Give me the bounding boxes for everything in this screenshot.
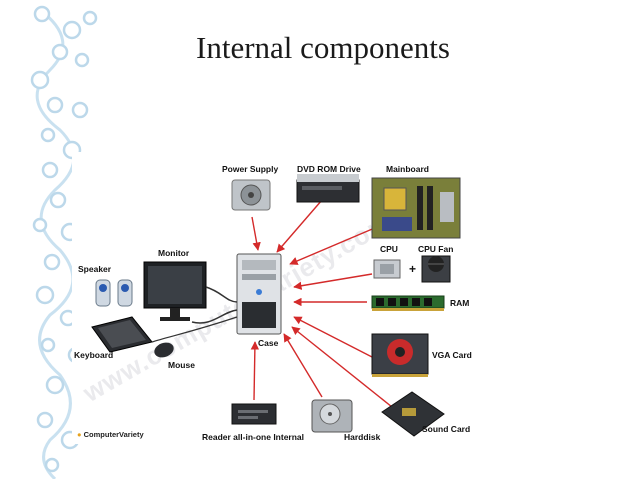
arrows [250, 199, 393, 408]
speaker-icon [95, 279, 133, 307]
label-reader: Reader all-in-one Internal [202, 432, 305, 442]
logo-icon: ● [77, 430, 82, 439]
label-mouse: Mouse [168, 360, 195, 370]
molecule-decoration [30, 5, 98, 479]
label-harddisk: Harddisk [344, 432, 381, 442]
vga-card-icon [371, 333, 429, 377]
label-mainboard: Mainboard [386, 164, 429, 174]
label-vga-card: VGA Card [432, 350, 472, 360]
ram-icon [371, 295, 445, 311]
label-dvd-rom: DVD ROM Drive [297, 164, 361, 174]
logo-text: ComputerVariety [83, 430, 144, 439]
cpu-fan-icon [421, 255, 451, 283]
label-keyboard: Keyboard [74, 350, 114, 360]
dvd-rom-icon [296, 174, 360, 203]
brand-logo: ● ComputerVariety [77, 430, 144, 439]
label-sound-card: Sound Card [422, 424, 471, 434]
cpu-icon [373, 259, 401, 279]
keyboard-icon [91, 316, 153, 353]
label-monitor: Monitor [158, 248, 190, 258]
label-speaker: Speaker [78, 264, 112, 274]
label-power-supply: Power Supply [222, 164, 279, 174]
components-illustration [91, 174, 461, 437]
sound-card-icon [381, 391, 445, 437]
monitor-icon [143, 261, 207, 321]
label-plus: + [409, 262, 417, 276]
power-supply-icon [231, 179, 271, 211]
label-case: Case [258, 338, 279, 348]
harddisk-icon [311, 399, 353, 433]
slide-title: Internal components [196, 30, 450, 65]
label-cpu: CPU [380, 244, 398, 254]
mainboard-icon [371, 177, 461, 239]
case-icon [236, 253, 282, 335]
components-figure: www.computervariety.com [72, 152, 478, 444]
mouse-icon [154, 342, 174, 358]
label-ram: RAM [450, 298, 470, 308]
card-reader-icon [231, 403, 277, 425]
label-cpu-fan: CPU Fan [418, 244, 454, 254]
